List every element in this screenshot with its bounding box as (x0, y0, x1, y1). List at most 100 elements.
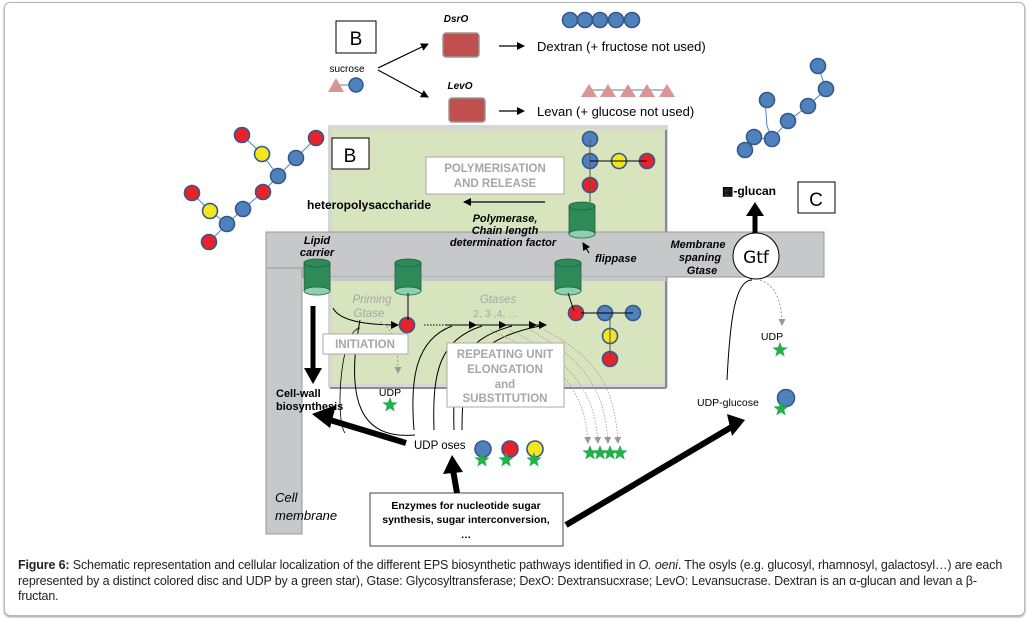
cell-wall-label-1: Cell-wall (276, 388, 321, 400)
udp-star-icon (592, 445, 608, 460)
priming-arrow (332, 307, 399, 329)
polymerisation-label-1: POLYMERISATION (444, 163, 546, 175)
udp-star-icon (773, 401, 789, 416)
fructose-triangle-icon (659, 84, 675, 97)
membrane-gtase-label-3: Gtase (687, 265, 718, 277)
udp-star-icon (382, 397, 398, 412)
fructose-triangle-icon (639, 84, 655, 97)
beta-glucan-chain-icon (736, 57, 835, 159)
caption-text-1: Schematic representation and cellular lo… (69, 558, 639, 572)
enzymes-to-udp-oses-arrow (450, 469, 460, 494)
udp-oses-label: UDP oses (414, 440, 466, 452)
panel-label-box-c (797, 181, 836, 214)
heteropolysaccharide-label: heteropolysaccharide (307, 198, 431, 212)
repeating-label-1: REPEATING UNIT (457, 349, 553, 361)
red-osyl-disc-icon (233, 126, 251, 144)
arrow-to-dsro (377, 43, 429, 69)
repeating-unit-box (446, 342, 565, 408)
udp-star-icon (602, 445, 618, 460)
lipid-carrier-label-1: Lipid (304, 235, 331, 247)
enzymes-label-2: synthesis, sugar interconversion, (382, 514, 550, 526)
lipid-carrier-icon (554, 258, 582, 296)
blue-osyl-disc-icon (745, 128, 763, 146)
blue-osyl-disc-icon (561, 11, 579, 29)
lipid-carrier-icon (394, 258, 422, 296)
yellow-osyl-disc-icon (201, 202, 219, 220)
polymerase-label-2: Chain length (472, 225, 539, 237)
caption-label: Figure 6: (18, 558, 70, 572)
lipid-carrier-label-2: carrier (300, 247, 335, 259)
cell-membrane-label-2: membrane (275, 508, 337, 523)
udp-star-icon (474, 452, 490, 467)
panel-label-box-b (331, 137, 370, 170)
repeating-label-2: ELONGATION (467, 364, 543, 376)
polymerisation-label-2: AND RELEASE (454, 178, 537, 190)
gtf-label: Gtf (743, 248, 770, 268)
repeating-label-3: and (495, 379, 515, 391)
blue-osyl-disc-icon (758, 91, 776, 109)
dextran-chain-icon (561, 11, 641, 29)
udp-star-icon (582, 445, 598, 460)
caption-text-2: . The osyls (e.g. glucosyl, rhamnosyl, g… (18, 558, 1003, 603)
dsro-enzyme-icon (442, 32, 480, 58)
red-osyl-disc-icon (501, 440, 519, 458)
lipid-carrier-icon (568, 201, 596, 239)
red-osyl-disc-icon (254, 183, 272, 201)
blue-osyl-disc-icon (591, 11, 609, 29)
enzymes-to-udp-glucose-arrow (564, 422, 737, 528)
red-osyl-disc-icon (183, 184, 201, 202)
udp-glucose-label: UDP-glucose (697, 397, 759, 409)
initiation-box (322, 333, 409, 355)
gtases-label-1: Gtases (480, 294, 517, 306)
fructose-triangle-icon (620, 84, 636, 97)
blue-osyl-disc-icon (287, 149, 305, 167)
gtases-label-2: 2, 3 ,4, … (473, 308, 519, 320)
levo-enzyme-icon (448, 97, 486, 123)
udp-label-right: UDP (761, 331, 783, 343)
red-osyl-disc-icon (200, 233, 218, 251)
udp-glucose-uptake-curve (726, 279, 753, 381)
beta-glucan-label: ▩-glucan (722, 184, 776, 198)
blue-osyl-disc-icon (623, 11, 641, 29)
enzymes-box (369, 492, 564, 547)
blue-osyl-disc-icon (817, 80, 835, 98)
heteropolysaccharide-chain-icon (183, 126, 325, 251)
pathway-sucrase: B sucrose DsrO LevO Dextran (+ fructose … (328, 11, 706, 123)
lipid-carrier-icon (303, 258, 331, 296)
panel-label-b: B (344, 146, 357, 167)
dsro-label: DsrO (444, 14, 469, 25)
blue-osyl-disc-icon (799, 97, 817, 115)
panel-label-c: C (809, 190, 823, 211)
figure-caption: Figure 6: Schematic representation and c… (18, 558, 1013, 605)
red-osyl-disc-icon (307, 129, 325, 147)
cell-membrane-label-1: Cell (275, 490, 299, 505)
membrane-gtase-label-2: spaning (679, 252, 721, 264)
flippase-label: flippase (595, 253, 637, 265)
blue-osyl-disc-icon (234, 200, 252, 218)
sucrose-icon (328, 77, 364, 93)
flippase-arrow (582, 242, 591, 254)
blue-osyl-disc-icon (779, 112, 797, 130)
polymerase-label-3: determination factor (450, 237, 557, 249)
yellow-osyl-disc-icon (253, 145, 271, 163)
panel-label-box (335, 20, 377, 54)
yellow-osyl-disc-icon (526, 440, 544, 458)
dextran-label: Dextran (+ fructose not used) (537, 39, 706, 54)
udp-star-icon (772, 342, 788, 357)
blue-osyl-disc-icon (474, 440, 492, 458)
cell-membrane-wall (265, 267, 303, 535)
udp-star-icon (526, 452, 542, 467)
gtf-enzyme-icon (732, 232, 780, 280)
priming-label-1: Priming (353, 294, 393, 306)
membrane-gtase-label-1: Membrane (670, 239, 725, 251)
polymerisation-box (425, 156, 565, 195)
enzymes-label-1: Enzymes for nucleotide sugar (391, 500, 540, 512)
blue-osyl-disc-icon (607, 11, 625, 29)
panel-label: B (350, 29, 363, 50)
levo-label: LevO (447, 81, 472, 92)
blue-osyl-disc-icon (576, 11, 594, 29)
priming-label-2: Gtase (354, 308, 385, 320)
blue-osyl-disc-icon (218, 215, 236, 233)
caption-organism: O. oeni (638, 558, 678, 572)
